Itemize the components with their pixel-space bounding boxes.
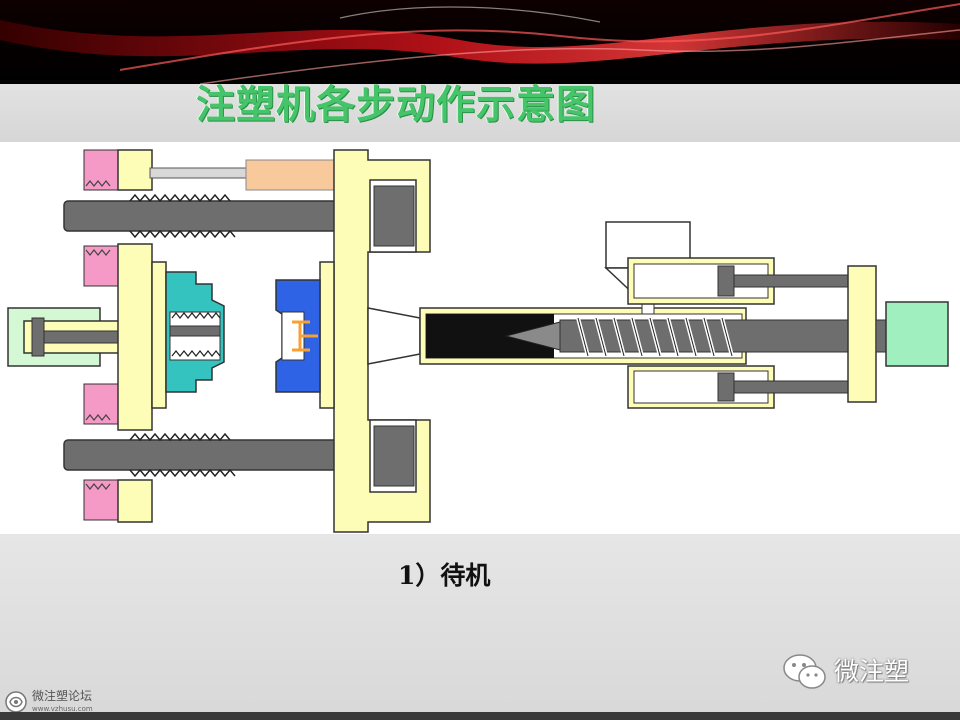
moving-platen	[117, 243, 167, 431]
forum-watermark: 微注塑论坛 www.vzhusu.com	[4, 688, 124, 716]
injection-cylinder-lower	[627, 365, 851, 409]
screw	[504, 317, 887, 357]
wechat-watermark: 微注塑	[780, 650, 950, 694]
tie-bar-upper	[63, 193, 381, 239]
moving-mold	[165, 271, 225, 393]
hydraulic-motor	[885, 301, 949, 367]
fixed-mold	[275, 279, 321, 393]
fixed-platen	[319, 149, 431, 533]
header-banner	[0, 0, 960, 84]
injection-machine-diagram	[0, 142, 960, 534]
forum-url: www.vzhusu.com	[32, 705, 93, 713]
caption-band	[0, 534, 960, 720]
tie-bar-nuts	[83, 149, 153, 523]
bottom-border	[0, 712, 960, 720]
slide-title: 注塑机各步动作示意图	[196, 83, 597, 128]
tie-bar-lower	[63, 432, 381, 478]
step-caption: 1）待机	[398, 561, 491, 590]
injection-cylinder-upper	[627, 257, 851, 305]
wechat-account-name: 微注塑	[834, 657, 910, 686]
forum-name: 微注塑论坛	[32, 689, 93, 703]
title-band	[0, 84, 960, 142]
wechat-icon	[783, 654, 826, 689]
injection-rear-plate	[847, 265, 887, 403]
forum-logo-icon	[5, 691, 27, 713]
